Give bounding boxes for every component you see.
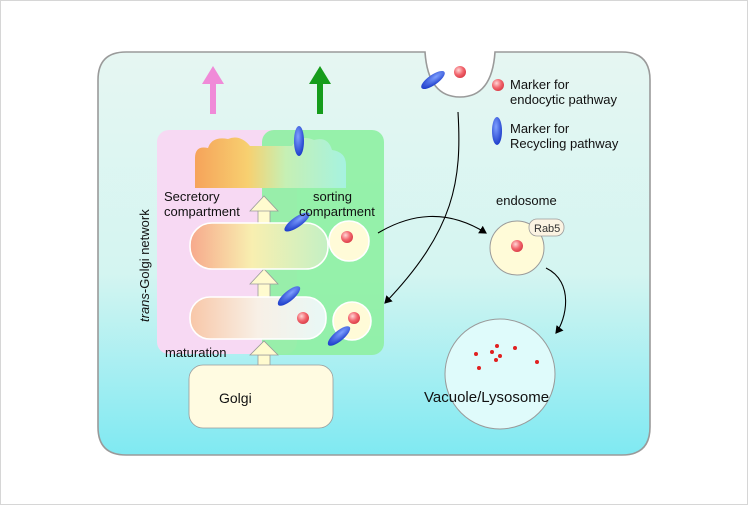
tgn-to-endosome-arrow (377, 215, 487, 234)
recycling-marker-middle (284, 212, 310, 232)
lower-cisterna (189, 296, 327, 340)
legend-endocytic-line2: endocytic pathway (510, 92, 617, 107)
endocytic-marker-entry (454, 66, 466, 78)
golgi-label: Golgi (219, 390, 252, 406)
recycling-marker-bottom (327, 326, 351, 346)
tgn-label-italic: trans (137, 293, 152, 322)
vacuole-label: Vacuole/Lysosome (424, 389, 549, 406)
secretory-label-line2: compartment (164, 204, 240, 219)
rab5-tag (528, 218, 565, 237)
endosome-to-vacuole-arrow (545, 267, 567, 334)
rab5-label: Rab5 (534, 223, 560, 235)
middle-cisterna (189, 222, 329, 270)
recycling-marker-top (294, 126, 304, 156)
legend-endocytic-symbol (492, 79, 504, 91)
secretory-label-line1: Secretory (164, 189, 220, 204)
green-export-arrow (309, 66, 331, 114)
tgn-label-rest: -Golgi network (137, 209, 152, 293)
endocytic-to-tgn-arrow (384, 111, 460, 304)
recycling-marker-entry (421, 70, 445, 90)
legend-recycling-line1: Marker for (510, 121, 570, 136)
endocytic-marker-middle (341, 231, 353, 243)
legend-recycling-line2: Recycling pathway (510, 136, 619, 151)
legend-recycling-symbol (492, 117, 502, 145)
endocytic-marker-lower-cisterna (297, 312, 309, 324)
middle-maturation-arrow (249, 268, 279, 298)
endocytic-marker-lower-bud (348, 312, 360, 324)
pink-export-arrow (202, 66, 224, 114)
sorting-label-line1: sorting (313, 189, 352, 204)
tgn-label: trans-Golgi network (137, 209, 152, 322)
maturation-label: maturation (165, 345, 226, 360)
endocytic-marker-endosome (511, 240, 523, 252)
lower-maturation-arrow (249, 340, 279, 368)
top-cisterna (195, 137, 346, 188)
endosome-label: endosome (496, 193, 557, 208)
vacuole-lysosome (444, 318, 556, 430)
vacuole-degraded-markers (474, 344, 539, 370)
golgi-box (188, 364, 334, 429)
sorting-label-line2: compartment (299, 204, 375, 219)
legend-endocytic-line1: Marker for (510, 77, 570, 92)
recycling-marker-lower (277, 286, 301, 306)
